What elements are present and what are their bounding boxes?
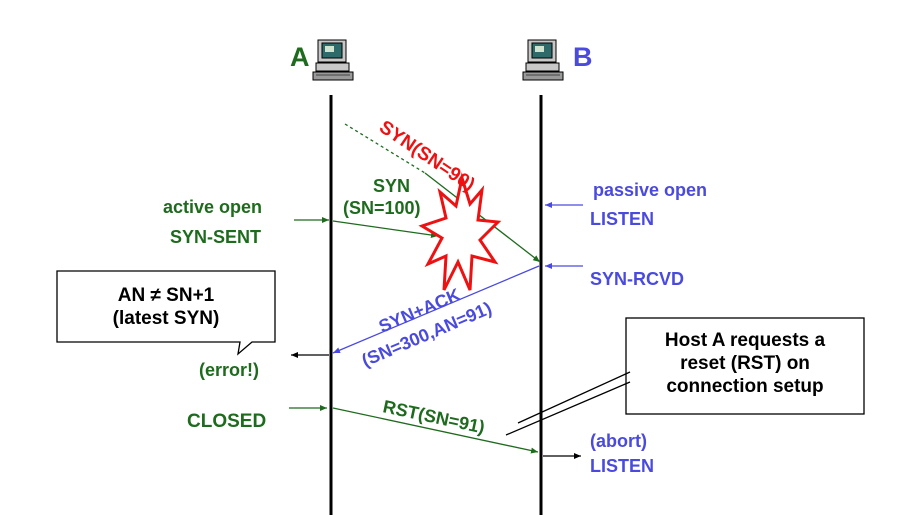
passive-open-label: passive open [593, 180, 708, 200]
callout-left-line2: (latest SYN) [112, 308, 220, 329]
callout-pointer [505, 381, 631, 436]
syn-label-line1: SYN [373, 176, 410, 196]
listen-again-label: LISTEN [590, 456, 655, 476]
callout-right-text: Host A requests a reset (RST) on connect… [626, 329, 864, 398]
active-open-label: active open [163, 197, 263, 217]
callout-right [625, 317, 865, 415]
old-syn-arrow [424, 172, 541, 263]
computer-icon [312, 39, 354, 81]
syn-label-line2: (SN=100) [343, 198, 421, 218]
rst-arrow [332, 407, 539, 454]
computer-icon [522, 39, 564, 81]
syn-rcvd-label: SYN-RCVD [590, 269, 685, 289]
closed-label: CLOSED [187, 411, 267, 432]
callout-left-text: AN ≠ SN+1 (latest SYN) [57, 284, 275, 330]
host-b-label: B [573, 42, 593, 72]
error-label: (error!) [199, 360, 260, 380]
rst-label: RST(SN=91) [381, 396, 486, 437]
old-syn-arrow-dashed [344, 123, 426, 174]
callout-right-line2: reset (RST) on [680, 353, 810, 374]
synack-arrow [332, 265, 540, 354]
callout-pointer [517, 371, 631, 424]
host-a-label: A [290, 42, 310, 72]
abort-label: (abort) [590, 431, 647, 451]
collision-burst-icon [418, 172, 502, 291]
syn-arrow [332, 220, 439, 238]
listen-label: LISTEN [590, 209, 655, 229]
syn-sent-label: SYN-SENT [170, 227, 262, 247]
callout-left-line1: AN ≠ SN+1 [117, 285, 215, 306]
callout-left [56, 270, 276, 356]
callout-right-line3: connection setup [666, 376, 824, 397]
callout-right-line1: Host A requests a [664, 330, 826, 351]
